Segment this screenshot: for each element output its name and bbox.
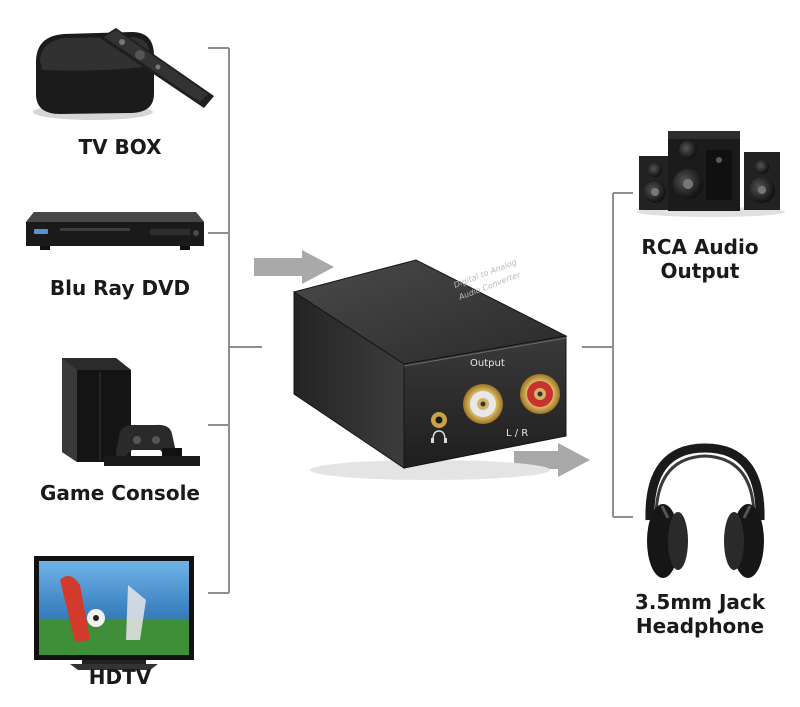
headphone-symbol-icon bbox=[432, 430, 446, 441]
input-arrow bbox=[254, 250, 334, 284]
input-bracket bbox=[208, 47, 262, 594]
rca-jack-red bbox=[520, 374, 560, 414]
label-game-console: Game Console bbox=[40, 481, 200, 505]
speaker-left bbox=[639, 156, 671, 210]
bluray-player-image bbox=[26, 212, 204, 250]
label-rca-line2: Output bbox=[660, 259, 740, 283]
output-bracket bbox=[582, 192, 633, 518]
label-bluray: Blu Ray DVD bbox=[49, 276, 191, 300]
label-jack-line1: 3.5mm Jack bbox=[634, 590, 766, 614]
speaker-right bbox=[744, 152, 780, 210]
converter-lr-label: L / R bbox=[506, 428, 528, 439]
gamepad bbox=[116, 424, 176, 459]
subwoofer bbox=[668, 131, 740, 211]
label-hdtv: HDTV bbox=[88, 665, 152, 689]
headphone-jack-port bbox=[431, 412, 447, 443]
label-rca-line1: RCA Audio bbox=[641, 235, 759, 259]
remote-control bbox=[100, 28, 214, 108]
label-jack-line2: Headphone bbox=[635, 614, 765, 638]
speakers-image bbox=[637, 131, 785, 217]
rca-jack-white bbox=[463, 384, 503, 424]
headphones-image bbox=[645, 443, 765, 578]
converter-box: Digital to Analog Audio Converter Output… bbox=[292, 258, 568, 480]
hdtv-image bbox=[34, 556, 194, 670]
converter-output-label: Output bbox=[470, 358, 505, 369]
game-console-image bbox=[62, 358, 200, 466]
label-tv-box: TV BOX bbox=[78, 135, 162, 159]
tv-box-image bbox=[33, 28, 214, 120]
